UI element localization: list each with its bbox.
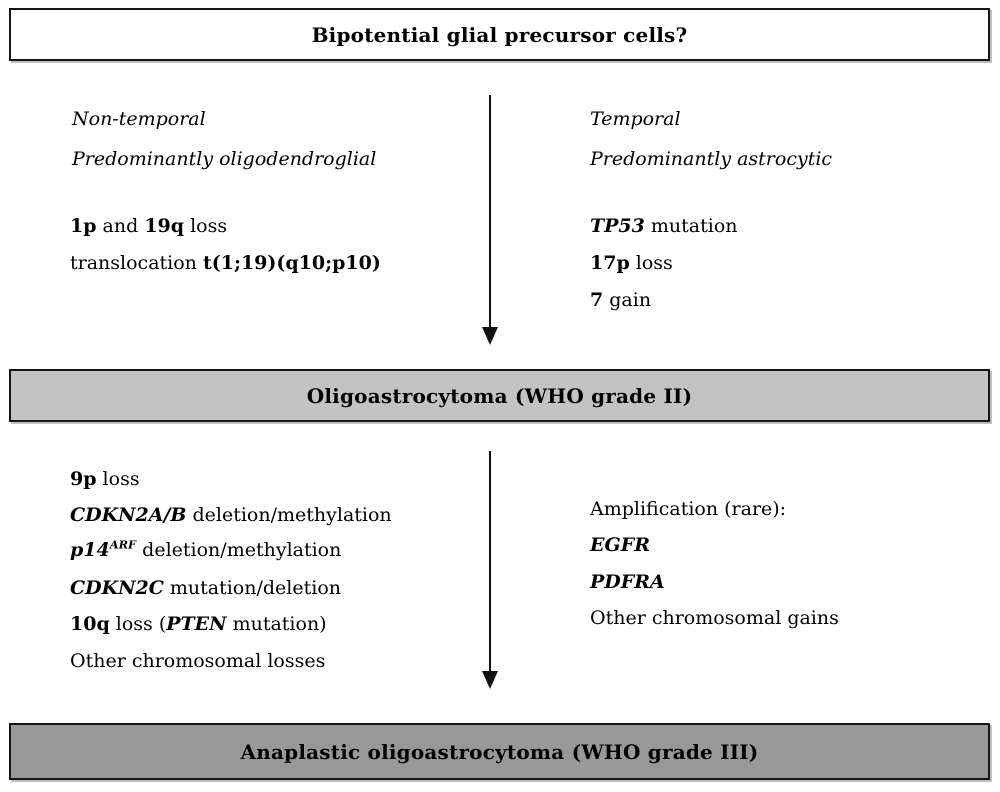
marker-other-gains: Other chromosomal gains [590, 607, 839, 629]
marker-17p-loss: 17p loss [590, 252, 673, 274]
arrow-down-2-head [482, 671, 498, 689]
marker-pdfra: PDFRA [590, 571, 665, 593]
marker-10q-loss-pten: 10q loss (PTEN mutation) [70, 613, 327, 635]
arrow-down-1-head [482, 327, 498, 345]
oligoastrocytoma-grade2-box: Oligoastrocytoma (WHO grade II) [9, 369, 990, 422]
marker-9p-loss: 9p loss [70, 468, 140, 490]
marker-amplification-rare: Amplification (rare): [590, 498, 787, 520]
marker-other-losses: Other chromosomal losses [70, 650, 326, 672]
marker-cdkn2ab-deletion: CDKN2A/B deletion/methylation [70, 504, 392, 526]
marker-1p-19q-loss: 1p and 19q loss [70, 215, 228, 237]
anaplastic-grade3-label: Anaplastic oligoastrocytoma (WHO grade I… [240, 739, 759, 764]
marker-7-gain: 7 gain [590, 289, 652, 311]
marker-egfr: EGFR [590, 534, 650, 556]
marker-cdkn2c-mutation: CDKN2C mutation/deletion [70, 577, 341, 599]
stage1-left-header-nontemporal: Non-temporal [72, 108, 206, 130]
arrow-down-2-stem [489, 451, 491, 672]
oligoastrocytoma-grade2-label: Oligoastrocytoma (WHO grade II) [306, 383, 693, 408]
stage1-right-header-astrocytic: Predominantly astrocytic [590, 148, 833, 170]
stage1-left-header-oligodendroglial: Predominantly oligodendroglial [72, 148, 377, 170]
stage1-right-header-temporal: Temporal [590, 108, 681, 130]
marker-tp53-mutation: TP53 mutation [590, 215, 738, 237]
marker-p14arf-deletion: p14ARF deletion/methylation [70, 537, 342, 561]
arrow-down-1-stem [489, 95, 491, 327]
marker-translocation: translocation t(1;19)(q10;p10) [70, 252, 381, 274]
precursor-cells-label: Bipotential glial precursor cells? [311, 22, 688, 47]
precursor-cells-box: Bipotential glial precursor cells? [9, 8, 990, 61]
anaplastic-grade3-box: Anaplastic oligoastrocytoma (WHO grade I… [9, 723, 990, 780]
